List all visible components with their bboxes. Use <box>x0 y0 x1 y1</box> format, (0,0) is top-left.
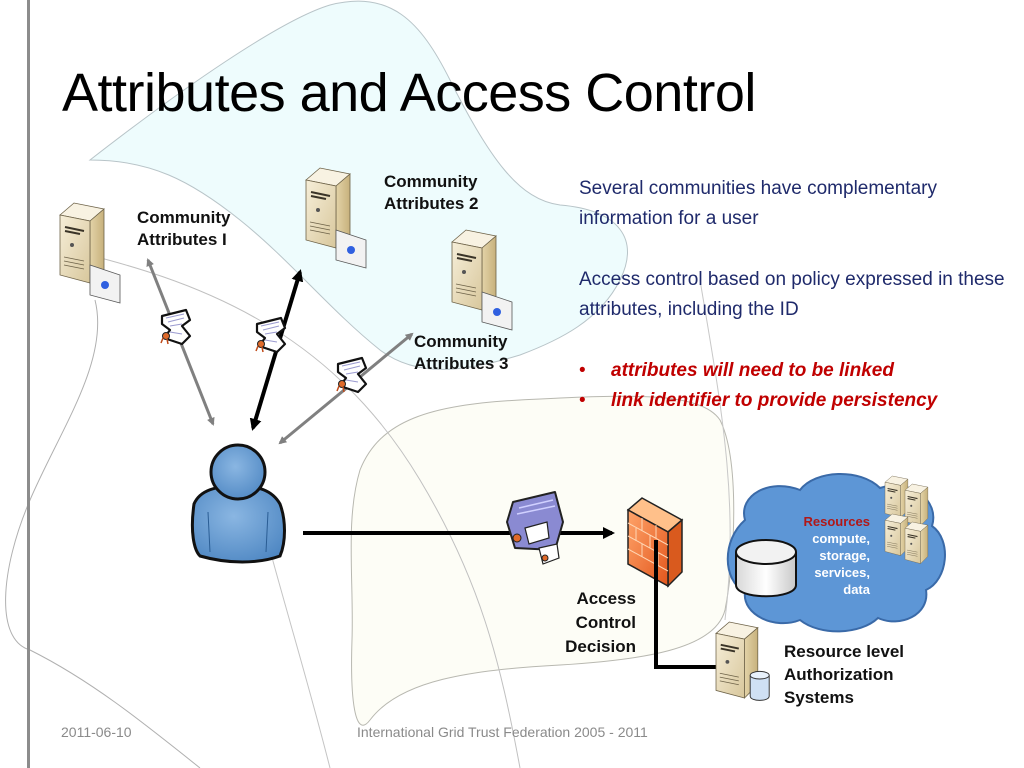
label-line: Community <box>414 332 508 351</box>
database-icon <box>749 670 770 701</box>
bullet-text: link identifier to provide persistency <box>611 390 938 411</box>
label-line: Authorization <box>784 665 894 684</box>
footer-organization: International Grid Trust Federation 2005… <box>357 724 648 740</box>
resources-label: Resources compute, storage, services, da… <box>772 513 870 598</box>
community-2-label: Community Attributes 2 <box>384 171 478 215</box>
resource-item: services, <box>814 565 870 580</box>
paragraph-access-control: Access control based on policy expressed… <box>579 269 1005 320</box>
authz-server-icon <box>715 621 770 701</box>
community-server-1 <box>59 202 121 304</box>
access-control-decision-label: Access Control Decision <box>540 587 636 659</box>
curve-left <box>5 299 201 768</box>
resource-item: storage, <box>819 548 870 563</box>
label-line: Control <box>575 613 636 632</box>
label-line: Resource level <box>784 642 905 661</box>
bullet-text: attributes will need to be linked <box>611 360 894 381</box>
label-line: Attributes 3 <box>414 354 509 373</box>
body-text: Several communities have complementary i… <box>579 174 1019 416</box>
credential-bundle-icon <box>506 491 564 565</box>
document-icon <box>89 264 121 304</box>
slide-title: Attributes and Access Control <box>62 63 756 123</box>
label-line: Attributes 2 <box>384 194 479 213</box>
footer-date: 2011-06-10 <box>61 724 132 740</box>
label-line: Decision <box>565 637 636 656</box>
bullet-list: • attributes will need to be linked • link… <box>579 356 1019 416</box>
label-line: Access <box>576 589 636 608</box>
resource-item: data <box>843 582 870 597</box>
label-line: Community <box>137 208 231 227</box>
certificate-icon <box>159 308 192 346</box>
community-3-label: Community Attributes 3 <box>414 331 508 375</box>
community-server-2 <box>305 167 367 269</box>
label-line: Attributes I <box>137 230 227 249</box>
community-1-label: Community Attributes I <box>137 207 231 251</box>
bullet-item: • attributes will need to be linked <box>579 356 1019 386</box>
database-icon <box>735 539 797 598</box>
resource-item: compute, <box>812 531 870 546</box>
label-line: Community <box>384 172 478 191</box>
document-icon <box>481 291 513 331</box>
label-line: Systems <box>784 688 854 707</box>
user-icon <box>190 443 286 564</box>
connector-firewall-to-authz <box>654 540 735 669</box>
left-rule <box>27 0 30 768</box>
paragraph-communities: Several communities have complementary i… <box>579 178 937 229</box>
community-server-3 <box>451 229 513 331</box>
bullet-glyph: • <box>579 360 586 381</box>
bullet-item: • link identifier to provide persistency <box>579 386 1019 416</box>
document-icon <box>335 229 367 269</box>
resources-title: Resources <box>803 514 870 529</box>
bullet-glyph: • <box>579 390 586 411</box>
authz-systems-label: Resource level Authorization Systems <box>784 640 904 709</box>
server-cluster-icon <box>884 475 929 565</box>
